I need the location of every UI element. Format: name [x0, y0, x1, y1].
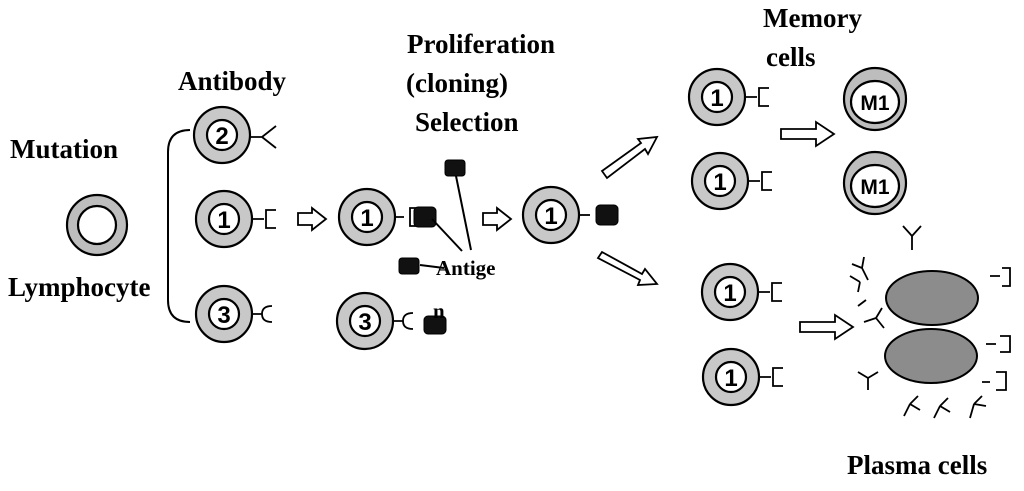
bracket-receptor — [745, 87, 769, 107]
clone-cell-memory-bottom: 1 — [690, 151, 772, 211]
memory-cell-label: M1 — [860, 176, 889, 199]
plasma-cell-1 — [885, 270, 979, 326]
cell-number-label: 1 — [713, 169, 726, 196]
antibody-icon — [969, 395, 987, 419]
arrow-up-right-icon — [600, 135, 659, 180]
arrow-down-right-icon — [596, 250, 659, 286]
cell-number-label: 3 — [358, 309, 371, 336]
bracket-receptor — [748, 171, 772, 191]
antigen-free — [423, 315, 447, 335]
antibody-y-receptor — [250, 125, 277, 149]
bracket-receptor — [758, 282, 782, 302]
lymphocyte-1-selected: 1 — [521, 185, 619, 245]
antibody-icon — [903, 395, 921, 417]
lymphocyte-1-bound: 1 — [337, 187, 437, 247]
bracket-receptor — [252, 209, 276, 229]
memory-cell-1: M1 — [842, 66, 908, 132]
cloning-label: (cloning) — [406, 68, 508, 98]
cell-number-label: 1 — [544, 203, 557, 230]
cell-number-label: 1 — [724, 365, 737, 392]
lymphocyte-2: 2 — [192, 105, 277, 165]
antigen-pointer-line — [431, 218, 463, 252]
cell-number-label: 1 — [217, 207, 230, 234]
memory-label: Memory — [763, 3, 862, 33]
selection-label: Selection — [415, 107, 518, 137]
antibody-icon — [857, 371, 879, 390]
antigen-label-cont: n — [433, 299, 445, 323]
antibody-icon — [849, 275, 867, 307]
antigen-free — [398, 257, 420, 275]
antibody-icon — [902, 225, 922, 250]
lymphocyte-3-bound: 3 — [335, 291, 447, 351]
proliferation-label: Proliferation — [407, 29, 555, 59]
antigen-bound — [595, 204, 619, 226]
arrow-right-icon — [297, 206, 328, 232]
antibody-icon — [986, 335, 1011, 353]
antibody-icon — [990, 267, 1011, 287]
arrow-right-icon — [780, 120, 836, 148]
arrow-right-icon — [799, 313, 855, 341]
memory-cell-label: M1 — [860, 92, 889, 115]
secreted-antibodies — [849, 225, 1011, 419]
antigen-bound — [413, 206, 437, 228]
mutation-bracket — [167, 129, 191, 323]
round-receptor — [393, 312, 414, 330]
antibody-icon — [982, 371, 1007, 391]
round-receptor — [252, 305, 273, 323]
cell-number-label: 1 — [360, 205, 373, 232]
lymphocyte-label: Lymphocyte — [8, 272, 151, 302]
cell-number-label: 2 — [215, 123, 228, 150]
clone-cell-plasma-bottom: 1 — [701, 347, 783, 407]
antigen-label: Antige — [436, 256, 496, 280]
antigen-pointer-line — [455, 175, 472, 251]
lymphocyte-3: 3 — [194, 284, 273, 344]
cell-number-label: 3 — [217, 302, 230, 329]
cell-number-label: 1 — [710, 85, 723, 112]
plasma-cell-2 — [884, 328, 978, 384]
plasma-label: Plasma cells — [847, 450, 987, 480]
arrow-right-icon — [482, 206, 513, 232]
clone-cell-memory-top: 1 — [687, 67, 769, 127]
clone-cell-plasma-top: 1 — [700, 262, 782, 322]
cell-number-label: 1 — [723, 280, 736, 307]
antigen-free — [444, 159, 466, 177]
antigen-pointer-line — [419, 264, 445, 269]
antibody-icon — [863, 307, 885, 329]
memory-label-cont: cells — [766, 42, 815, 72]
antibody-icon — [933, 397, 951, 419]
antibody-label: Antibody — [178, 66, 287, 96]
naive-lymphocyte — [65, 193, 129, 257]
memory-cell-2: M1 — [842, 150, 908, 216]
antibody-icon — [851, 256, 869, 281]
bracket-receptor — [759, 367, 783, 387]
mutation-label: Mutation — [10, 134, 118, 164]
lymphocyte-1: 1 — [194, 189, 276, 249]
